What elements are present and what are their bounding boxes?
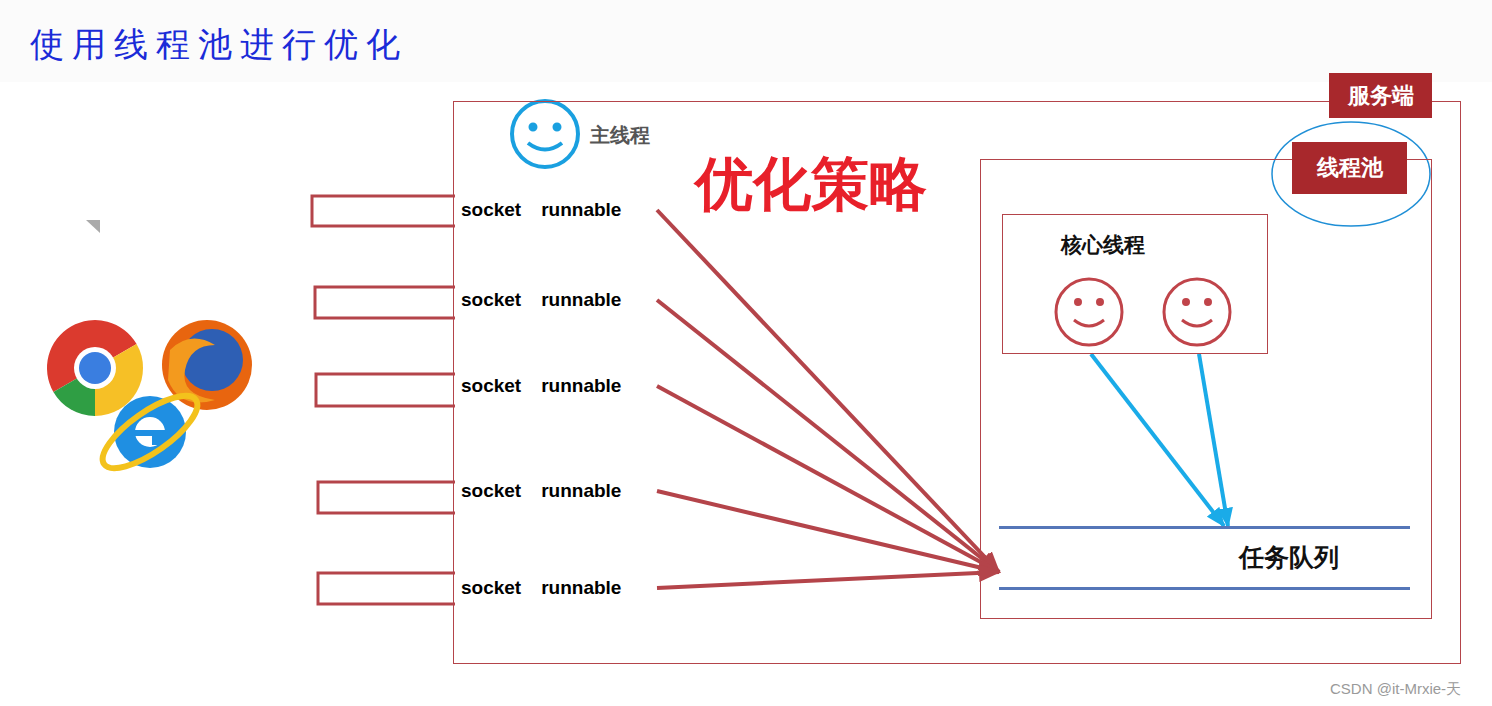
socket-label: socket [461,577,521,599]
socket-bracket [312,196,455,604]
chrome-icon [47,320,143,416]
strategy-heading: 优化策略 [695,146,927,224]
submit-arrow [657,572,999,588]
queue-label: 任务队列 [1239,541,1339,574]
core-thread-smiley [1056,279,1230,345]
watermark: CSDN @it-Mrxie-天 [1330,680,1461,699]
runnable-label: runnable [541,199,621,221]
box-heading: 核心线程 [1061,231,1145,259]
submit-arrow [657,210,999,572]
submit-arrow [657,386,999,572]
page-title: 使用线程池进行优化 [30,22,408,68]
runnable-label: runnable [541,375,621,397]
socket-task: socket runnable [461,573,657,603]
submit-arrow [657,300,999,572]
socket-label: socket [461,199,521,221]
fetch-arrow [1199,354,1228,526]
runnable-label: runnable [541,480,621,502]
cursor-mark [86,220,100,233]
task-queue-band: 任务队列 [999,526,1410,590]
main-thread-label: 主线程 [590,122,650,149]
highlight-ring [1272,122,1430,226]
socket-label: socket [461,480,521,502]
core-thread-box: 核心线程 [1002,214,1268,354]
submit-arrow [657,491,999,572]
socket-task: socket runnable [461,371,657,401]
badge-label: 线程池 [1317,153,1383,183]
socket-label: socket [461,375,521,397]
server-box: 服务端线程池核心线程任务队列socketrunnablesocketrunnab… [453,101,1461,664]
socket-task: socket runnable [461,476,657,506]
title-band [0,0,1492,82]
runnable-label: runnable [541,289,621,311]
socket-label: socket [461,289,521,311]
socket-task: socket runnable [461,285,657,315]
thread-pool-box: 线程池核心线程任务队列 [980,159,1432,619]
ie-icon [93,383,208,480]
title-badge: 线程池 [1292,142,1407,194]
main-thread-smiley [512,101,578,167]
title-badge: 服务端 [1329,73,1432,118]
badge-label: 服务端 [1348,81,1414,111]
runnable-label: runnable [541,577,621,599]
socket-task: socket runnable [461,195,657,225]
